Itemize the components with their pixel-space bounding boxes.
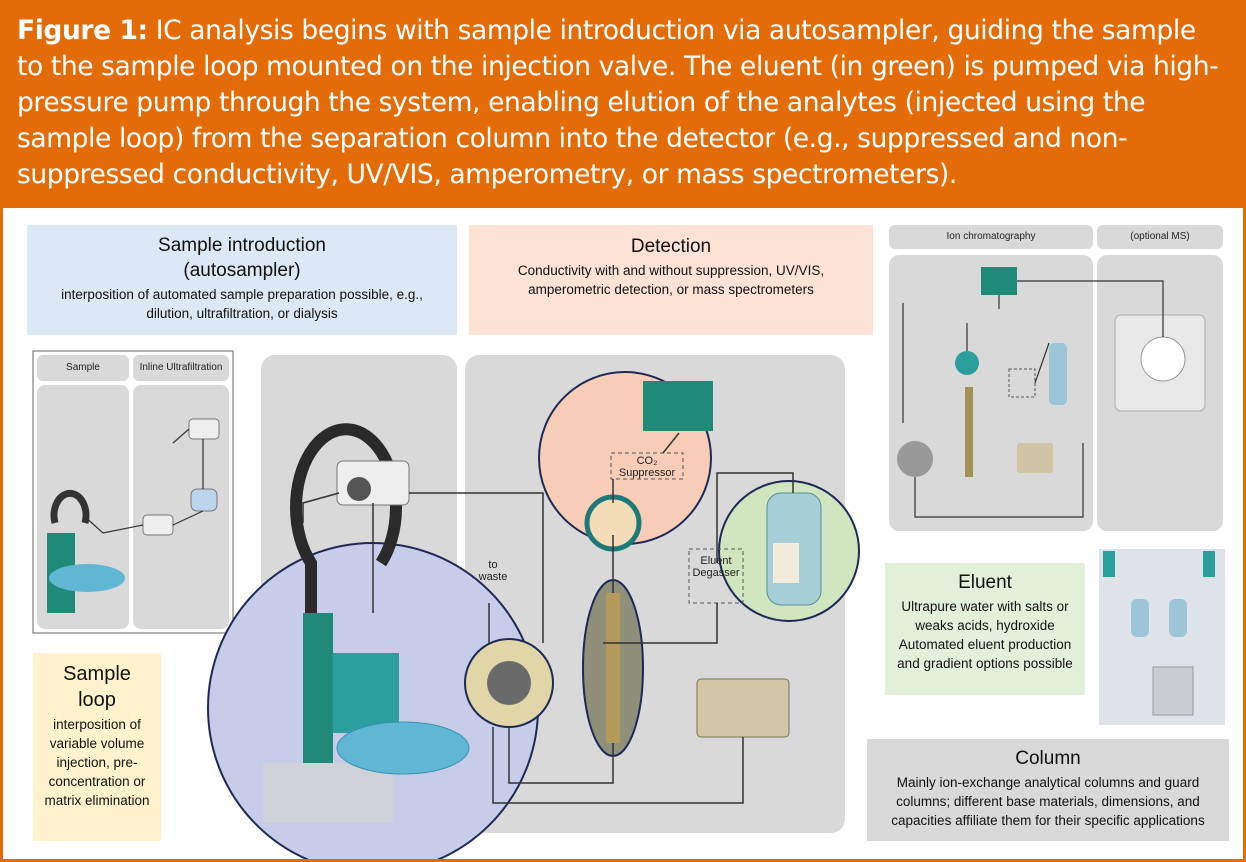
column-desc: Mainly ion-exchange analytical columns a… — [891, 775, 1205, 828]
inset-tubing — [82, 428, 204, 534]
small-sample-rack — [49, 564, 125, 592]
sample-loop-desc: interposition of variable volume injecti… — [44, 717, 150, 808]
eluent-desc: Ultrapure water with salts or weaks acid… — [897, 599, 1073, 671]
small-pump-1 — [142, 514, 174, 536]
label-eluent-degasser: Eluent Degasser — [692, 555, 740, 579]
label-inline-ultrafiltration: Inline Ultrafiltration — [139, 362, 223, 373]
autosampler-base — [263, 763, 393, 823]
autosampler-head — [333, 653, 399, 733]
small-tubing — [902, 280, 1164, 518]
sample-introduction-desc: interposition of automated sample prepar… — [61, 287, 423, 321]
sample-loop-title: Sample loop — [63, 663, 131, 711]
sample-introduction-box: Sample introduction (autosampler) interp… — [27, 225, 457, 335]
label-sample: Sample — [66, 362, 100, 373]
small-detector — [981, 267, 1017, 295]
small-suppressor — [955, 351, 979, 375]
eluent-title: Eluent — [958, 572, 1012, 593]
figure-caption: Figure 1: IC analysis begins with sample… — [3, 3, 1243, 208]
eluent-bottle-b — [1203, 551, 1215, 577]
label-ion-chromatography: Ion chromatography — [946, 231, 1036, 242]
eluent-bottle-a — [1103, 551, 1115, 577]
eluent-degasser-box — [688, 548, 744, 604]
pump-rotor — [347, 477, 371, 501]
column-title: Column — [1015, 748, 1081, 769]
co2-suppressor-box — [610, 452, 684, 480]
column-box: Column Mainly ion-exchange analytical co… — [867, 739, 1229, 841]
small-eluent-bottle — [1049, 343, 1067, 405]
high-pressure-pump — [696, 678, 790, 738]
ion-chromatography-header — [889, 225, 1093, 249]
inline-uf-header — [133, 355, 229, 381]
detection-title: Detection — [630, 236, 712, 257]
ultrafiltration-cell — [190, 488, 218, 512]
eluent-box: Eluent Ultrapure water with salts or wea… — [885, 563, 1085, 695]
small-pump-2 — [188, 418, 220, 440]
eluent-generator-unit — [1152, 666, 1194, 716]
small-needle-arm — [50, 489, 90, 524]
ic-system-diagram — [32, 225, 1225, 859]
label-optional-ms: (optional MS) — [1130, 231, 1190, 242]
sample-introduction-title: Sample introduction (autosampler) — [158, 235, 326, 281]
ms-inlet — [1140, 336, 1186, 382]
sample-header — [37, 355, 129, 381]
figure-label: Figure 1: — [17, 15, 148, 46]
autosampler-arm — [290, 423, 402, 693]
small-hp-pump — [1017, 443, 1053, 473]
conductivity-detector — [643, 381, 713, 431]
main-tubing — [302, 432, 794, 804]
separation-column — [606, 593, 620, 743]
sample-loop-box: Sample loop interposition of variable vo… — [33, 653, 161, 841]
figure-caption-text: IC analysis begins with sample introduct… — [17, 15, 1219, 190]
detection-box: Detection Conductivity with and without … — [469, 225, 873, 335]
label-to-waste: to waste — [478, 559, 508, 583]
detection-desc: Conductivity with and without suppressio… — [517, 263, 825, 297]
peristaltic-pump — [336, 460, 410, 506]
eluent-bottle-label — [773, 543, 799, 583]
uf-column-panel — [133, 385, 229, 629]
sample-rack — [336, 721, 470, 775]
label-co2-suppressor: CO₂ Suppressor — [618, 455, 676, 479]
small-column — [965, 387, 973, 477]
eluent-bottle-c — [1131, 599, 1149, 637]
eluent-bottle-d — [1169, 599, 1187, 637]
injection-valve — [487, 661, 531, 705]
small-injection-valve — [897, 441, 933, 477]
optional-ms-header — [1097, 225, 1223, 249]
